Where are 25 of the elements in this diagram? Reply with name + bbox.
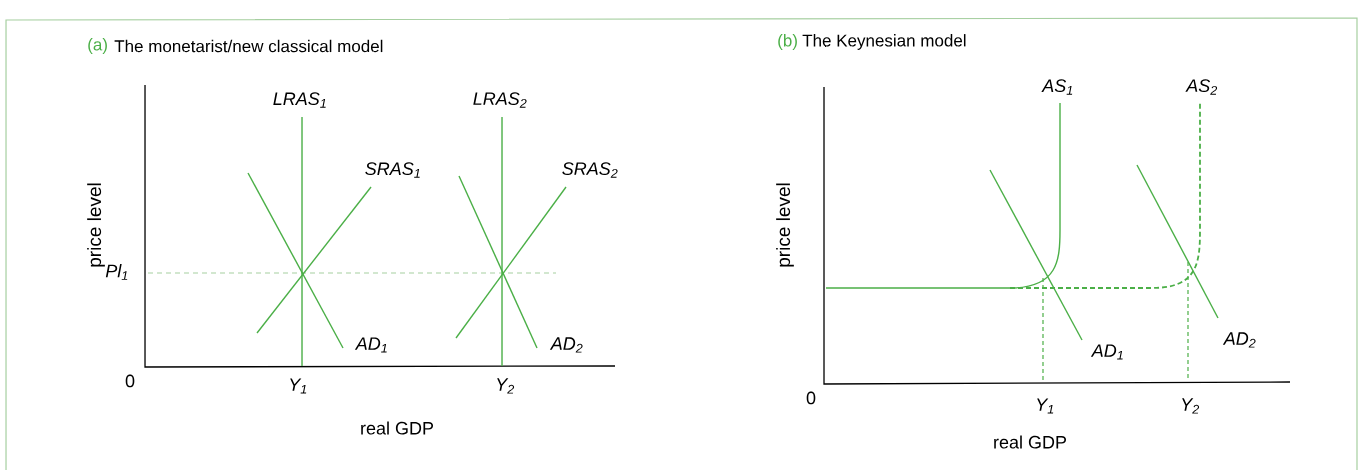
axis-label: Y$_{1}$ — [1037, 398, 1054, 414]
curve-label: AD$_{1}$ — [1090, 344, 1123, 360]
axis-label: Y$_{1}$ — [290, 378, 307, 394]
axis-label: Y$_{2}$ — [497, 378, 515, 394]
panel-letter: (a) — [88, 38, 107, 54]
panel-letter: (b) — [778, 34, 797, 50]
axis-label: real GDP — [994, 435, 1067, 449]
curve-label: AD$_{1}$ — [354, 337, 387, 353]
panel-title: The Keynesian model — [802, 34, 966, 50]
axis-label: 0 — [806, 391, 816, 405]
axis-label: price level — [776, 183, 794, 267]
panel-title: The monetarist/new classical model — [114, 39, 383, 53]
curve-label: SRAS$_{2}$ — [562, 162, 618, 178]
curve-label: AS$_{1}$ — [1041, 79, 1073, 95]
axis-label: Y$_{2}$ — [1182, 398, 1200, 414]
curve-label: AD$_{2}$ — [549, 337, 583, 353]
axis-label: real GDP — [361, 421, 434, 435]
curve-label: AS$_{2}$ — [1185, 79, 1218, 95]
axis-label: price level — [87, 183, 105, 267]
axis-label: Pl$_{1}$ — [105, 264, 128, 280]
curve-label: LRAS$_{2}$ — [473, 92, 527, 108]
curve-label: LRAS$_{1}$ — [273, 92, 326, 108]
axis-label: 0 — [125, 374, 135, 388]
curve-label: SRAS$_{1}$ — [365, 162, 420, 178]
curve-label: AD$_{2}$ — [1222, 332, 1256, 348]
